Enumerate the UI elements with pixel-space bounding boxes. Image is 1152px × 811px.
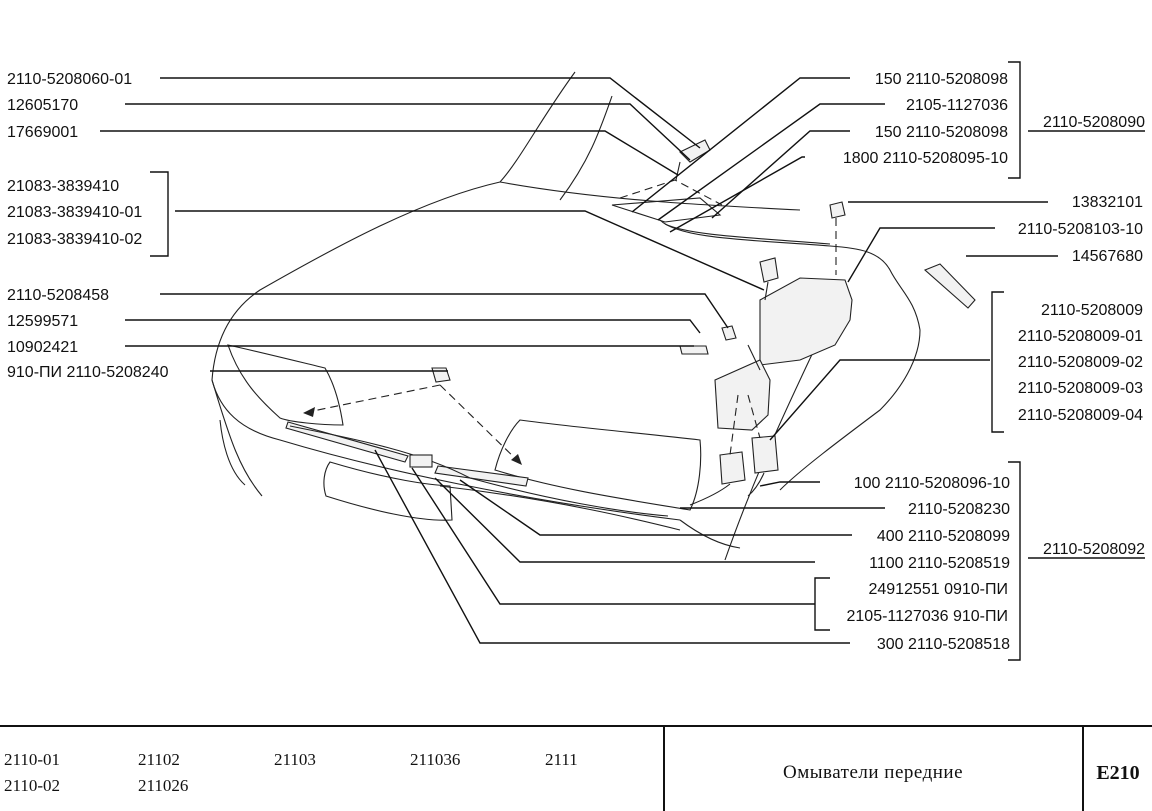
title-block xyxy=(0,725,1152,811)
label-2110-5208009-03: 2110-5208009-03 xyxy=(1018,380,1143,397)
label-1800-2110-5208095-10: 1800 2110-5208095-10 xyxy=(843,150,1008,167)
label-910-pi-2110-5208240: 910-ПИ 2110-5208240 xyxy=(7,364,169,381)
label-21083-3839410-01: 21083-3839410-01 xyxy=(7,204,142,221)
label-2110-5208230: 2110-5208230 xyxy=(908,501,1010,518)
model-2111: 2111 xyxy=(545,750,578,769)
label-1100-2110-5208519: 1100 2110-5208519 xyxy=(869,555,1010,572)
assembly-label-lower: 2110-5208092 xyxy=(1043,541,1145,558)
model-21103: 21103 xyxy=(274,750,316,769)
label-21083-3839410-02: 21083-3839410-02 xyxy=(7,231,142,248)
label-13832101: 13832101 xyxy=(1072,194,1143,211)
label-400-2110-5208099: 400 2110-5208099 xyxy=(877,528,1010,545)
label-2110-5208009-04: 2110-5208009-04 xyxy=(1018,407,1143,424)
label-2110-5208060-01: 2110-5208060-01 xyxy=(7,71,132,88)
model-21102: 21102 xyxy=(138,750,180,769)
model-2110-02: 2110-02 xyxy=(4,776,60,795)
label-150-2110-5208098-b: 150 2110-5208098 xyxy=(875,124,1008,141)
label-21083-3839410: 21083-3839410 xyxy=(7,178,119,195)
label-150-2110-5208098-a: 150 2110-5208098 xyxy=(875,71,1008,88)
leader-lines xyxy=(100,61,1058,661)
label-17669001: 17669001 xyxy=(7,124,78,141)
label-2110-5208009-01: 2110-5208009-01 xyxy=(1018,328,1143,345)
page-code: E210 xyxy=(1096,762,1139,784)
page-title: Омыватели передние xyxy=(783,762,963,783)
model-211026: 211026 xyxy=(138,776,188,795)
model-2110-01: 2110-01 xyxy=(4,750,60,769)
label-300-2110-5208518: 300 2110-5208518 xyxy=(877,636,1010,653)
label-100-2110-5208096-10: 100 2110-5208096-10 xyxy=(854,475,1010,492)
label-2110-5208458: 2110-5208458 xyxy=(7,287,109,304)
label-2105-1127036: 2105-1127036 xyxy=(906,97,1008,114)
label-14567680: 14567680 xyxy=(1072,248,1143,265)
car-body-drawing xyxy=(211,71,976,561)
label-24912551-0910-pi: 24912551 0910-ПИ xyxy=(868,581,1008,598)
label-2110-5208103-10: 2110-5208103-10 xyxy=(1018,221,1143,238)
label-12599571: 12599571 xyxy=(7,313,78,330)
label-2110-5208009-02: 2110-5208009-02 xyxy=(1018,354,1143,371)
label-2110-5208009: 2110-5208009 xyxy=(1041,302,1143,319)
label-12605170: 12605170 xyxy=(7,97,78,114)
model-211036: 211036 xyxy=(410,750,460,769)
label-10902421: 10902421 xyxy=(7,339,78,356)
label-2105-1127036-910-pi: 2105-1127036 910-ПИ xyxy=(847,608,1009,625)
assembly-label-upper: 2110-5208090 xyxy=(1043,114,1145,131)
